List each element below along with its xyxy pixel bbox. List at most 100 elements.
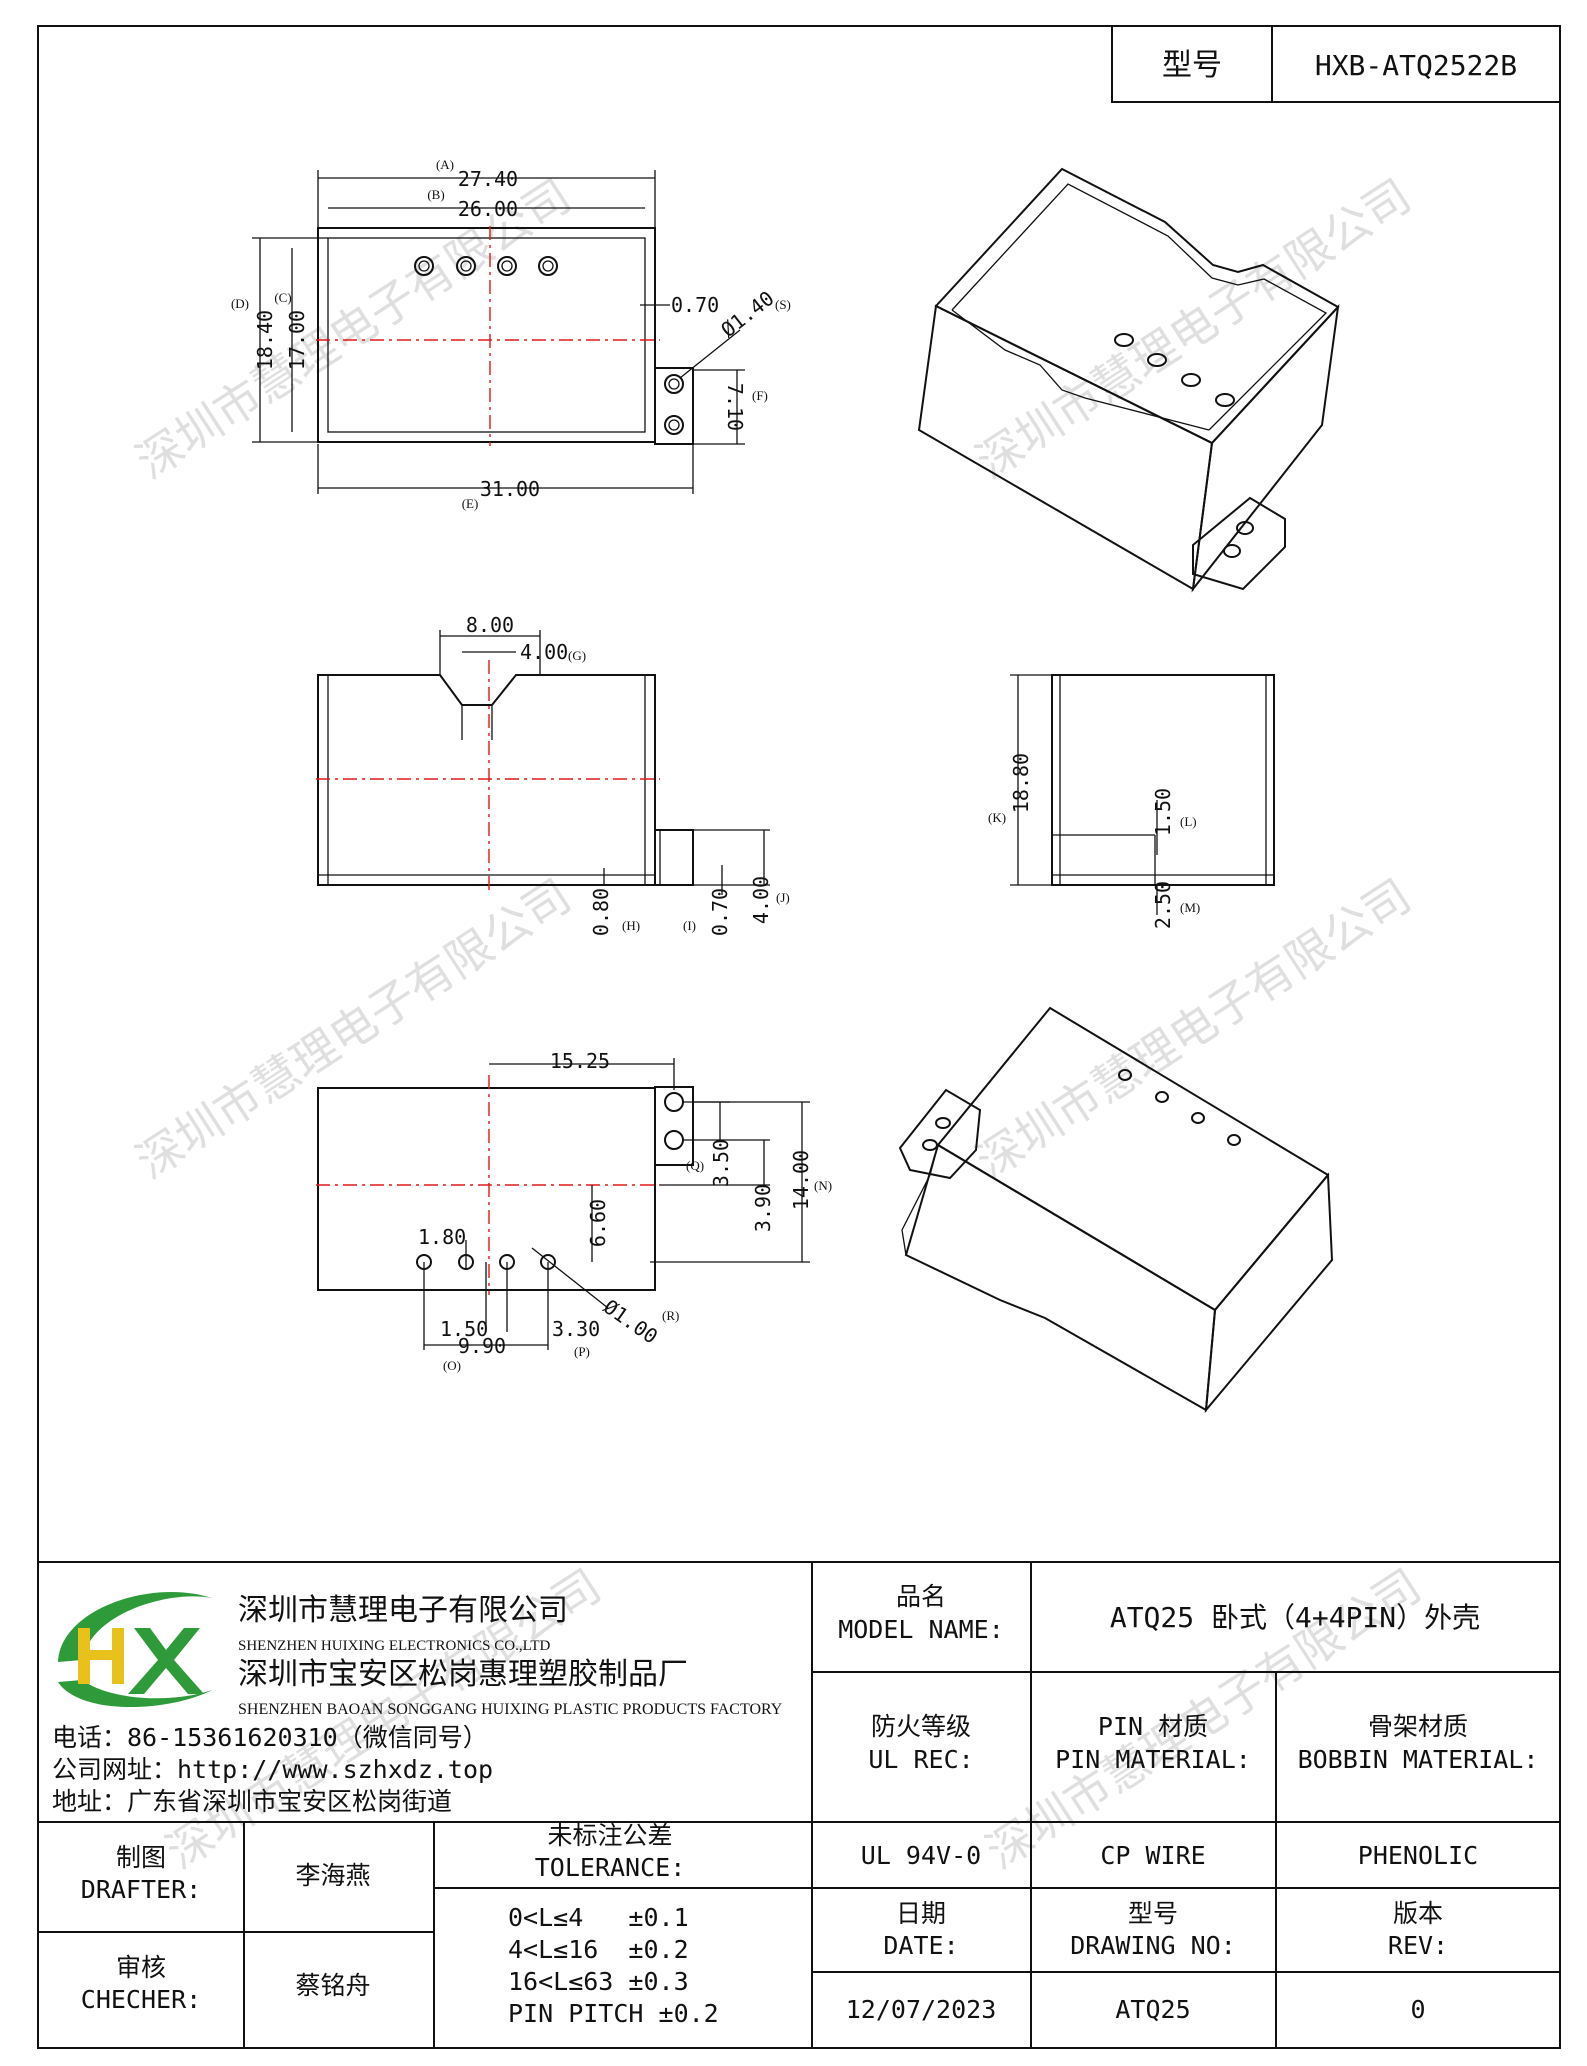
side-view: 18.80 (K) 1.50 (L) 2.50 (M) [988, 674, 1275, 929]
dim-a-tag: (A) [436, 157, 454, 172]
dim-m-value: 2.50 [1151, 881, 1175, 929]
bobbin-material-label-en: BOBBIN MATERIAL: [1298, 1745, 1539, 1774]
drawing-no-label-en: DRAWING NO: [1070, 1931, 1236, 1960]
dim-k-value: 18.80 [1009, 753, 1033, 813]
bobbin-material-label-cn: 骨架材质 [1368, 1712, 1468, 1741]
company-name-2: 深圳市宝安区松岗惠理塑胶制品厂 [238, 1657, 688, 1692]
company-name-1: 深圳市慧理电子有限公司 [238, 1593, 568, 1628]
dim-390-value: 3.90 [751, 1184, 775, 1232]
watermark-3: 深圳市慧理电子有限公司 [127, 868, 581, 1189]
tolerance-row-3: 16<L≤63 ±0.3 [508, 1967, 689, 1996]
date-value: 12/07/2023 [846, 1995, 997, 2024]
drawing-no-label-cn: 型号 [1128, 1899, 1178, 1928]
dim-g-tag: (G) [568, 648, 586, 663]
drafter-label-en: DRAFTER: [81, 1875, 201, 1904]
pin-material-label-cn: PIN 材质 [1098, 1712, 1208, 1741]
model-name-label-en: MODEL NAME: [838, 1615, 1004, 1644]
dim-notch-value: 8.00 [466, 613, 514, 637]
bobbin-material-value: PHENOLIC [1358, 1841, 1478, 1870]
dim-f-tag: (F) [752, 388, 768, 403]
dim-o-value: 9.90 [458, 1334, 506, 1358]
company-phone: 电话：86-15361620310（微信同号） [52, 1723, 488, 1752]
dim-660-value: 6.60 [586, 1199, 610, 1247]
dim-m-tag: (M) [1180, 900, 1200, 915]
front-view: 8.00 4.00 (G) 0.80 (H) 0.70 (I) 4.00 (J) [316, 613, 790, 936]
dim-c-value: 17.00 [285, 310, 309, 370]
company-name-1-en: SHENZHEN HUIXING ELECTRONICS CO.,LTD [238, 1638, 551, 1654]
watermark-2: 深圳市慧理电子有限公司 [967, 168, 1421, 489]
model-name-value: ATQ25 卧式（4+4PIN）外壳 [1110, 1601, 1480, 1634]
drafter-label-cn: 制图 [116, 1843, 166, 1872]
dim-o-tag: (O) [443, 1358, 461, 1373]
dim-p-tag: (P) [574, 1344, 590, 1359]
checker-label-cn: 审核 [116, 1953, 166, 1982]
dim-b-tag: (B) [427, 187, 444, 202]
tolerance-row-2: 4<L≤16 ±0.2 [508, 1935, 689, 1964]
dim-c-tag: (C) [274, 290, 291, 305]
dim-f-value: 7.10 [723, 383, 747, 431]
dim-d-value: 18.40 [253, 310, 277, 370]
dim-n-value: 14.00 [789, 1150, 813, 1210]
dim-wall-value: 0.70 [671, 293, 719, 317]
ul-value: UL 94V-0 [861, 1841, 981, 1870]
dim-e-value: 31.00 [480, 477, 540, 501]
checker-label-en: CHECHER: [81, 1985, 201, 2014]
dim-k-tag: (K) [988, 810, 1006, 825]
header-model-label: 型号 [1162, 48, 1222, 83]
header-model-box: 型号 HXB-ATQ2522B [1111, 25, 1561, 103]
date-label-en: DATE: [883, 1931, 958, 1960]
dim-180-value: 1.80 [418, 1225, 466, 1249]
checker-value: 蔡铭舟 [295, 1971, 370, 2000]
rev-label-cn: 版本 [1393, 1899, 1443, 1928]
tolerance-row-4: PIN PITCH ±0.2 [508, 1999, 719, 2028]
tolerance-label-en: TOLERANCE: [535, 1853, 686, 1882]
iso-view-top [917, 167, 1340, 593]
dim-r-tag: (R) [662, 1308, 679, 1323]
tolerance-label-cn: 未标注公差 [547, 1821, 672, 1850]
dim-s-tag: (S) [775, 297, 791, 312]
title-block [38, 1561, 1560, 2048]
dim-j-value: 4.00 [749, 876, 773, 924]
dim-150-value: 1.50 [440, 1317, 488, 1341]
iso-view-bottom [898, 1006, 1334, 1414]
dim-g-value: 4.00 [520, 640, 568, 664]
drafter-value: 李海燕 [295, 1861, 370, 1890]
company-name-2-en: SHENZHEN BAOAN SONGGANG HUIXING PLASTIC … [238, 1701, 783, 1718]
dim-r-value: Ø1.00 [599, 1294, 662, 1348]
dim-j-tag: (J) [776, 890, 790, 905]
rev-value: 0 [1410, 1995, 1425, 2024]
dim-h-tag: (H) [622, 918, 640, 933]
watermark-4: 深圳市慧理电子有限公司 [967, 868, 1421, 1189]
rev-label-en: REV: [1388, 1931, 1448, 1960]
ul-label-en: UL REC: [868, 1745, 973, 1774]
dim-l-value: 1.50 [1151, 788, 1175, 836]
dim-e-tag: (E) [462, 496, 479, 511]
dim-s-value: Ø1.40 [716, 286, 778, 342]
dim-d-tag: (D) [231, 296, 249, 311]
header-model-value: HXB-ATQ2522B [1315, 49, 1517, 82]
ul-label-cn: 防火等级 [871, 1712, 971, 1741]
dim-a-value: 27.40 [458, 167, 518, 191]
dim-i-tag: (I) [683, 918, 696, 933]
pin-material-label-en: PIN MATERIAL: [1055, 1745, 1251, 1774]
dim-h-value: 0.80 [589, 888, 613, 936]
dim-n-tag: (N) [814, 1178, 832, 1193]
pin-material-value: CP WIRE [1100, 1841, 1205, 1870]
bottom-view: 15.25 3.50 (Q) 3.90 14.00 (N) 6.60 1.80 … [316, 1049, 832, 1373]
model-name-label-cn: 品名 [896, 1582, 946, 1611]
drawing-no-value: ATQ25 [1115, 1995, 1190, 2024]
date-label-cn: 日期 [896, 1899, 946, 1928]
company-address: 地址：广东省深圳市宝安区松岗街道 [52, 1787, 452, 1816]
dim-i-value: 0.70 [708, 888, 732, 936]
tolerance-row-1: 0<L≤4 ±0.1 [508, 1903, 689, 1932]
dim-1525-value: 15.25 [550, 1049, 610, 1073]
sheet-border [37, 25, 1561, 2049]
dim-p-value: 3.30 [552, 1317, 600, 1341]
dim-q-value: 3.50 [709, 1139, 733, 1187]
company-website: 公司网址：http://www.szhxdz.top [52, 1755, 493, 1784]
dim-l-tag: (L) [1180, 814, 1197, 829]
dim-q-tag: (Q) [686, 1158, 704, 1173]
dim-b-value: 26.00 [458, 197, 518, 221]
company-logo [58, 1591, 212, 1708]
